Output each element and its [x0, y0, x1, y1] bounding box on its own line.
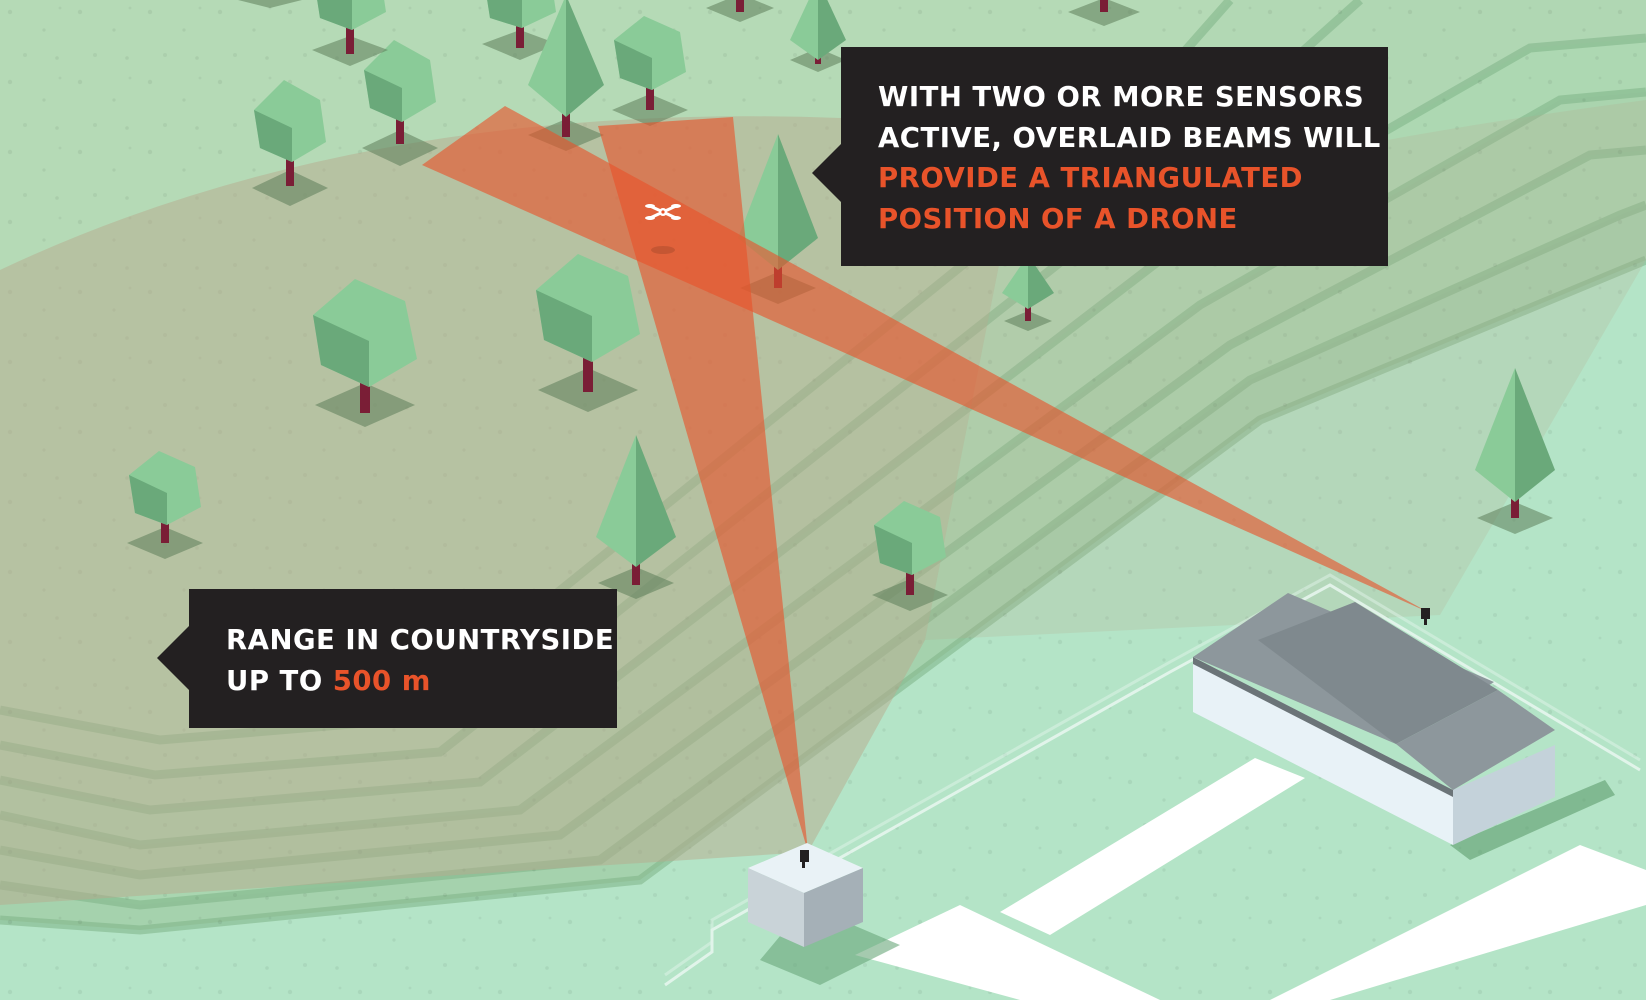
tree-conifer — [596, 435, 676, 599]
tree-round — [536, 254, 640, 412]
tree-conifer — [1002, 255, 1054, 331]
tree-round — [612, 16, 688, 126]
callout-line: ACTIVE, OVERLAID BEAMS WILL — [878, 121, 1381, 154]
callout-highlight-line: POSITION OF A DRONE — [878, 202, 1238, 235]
sensor-beams — [422, 106, 1428, 852]
paths — [855, 758, 1646, 1000]
range-prefix: UP TO — [226, 664, 333, 697]
callout-line: WITH TWO OR MORE SENSORS — [878, 81, 1365, 113]
radar-sensor-icon — [1421, 608, 1430, 625]
callout-pointer — [812, 141, 844, 205]
beam-from-outpost-sensor — [598, 117, 808, 852]
tree-round — [252, 80, 328, 206]
triangulation-callout: WITH TWO OR MORE SENSORS ACTIVE, OVERLAI… — [812, 47, 1388, 266]
trees — [127, 0, 1555, 611]
tree-round — [362, 40, 438, 166]
range-callout: RANGE IN COUNTRYSIDE UP TO 500 m — [157, 589, 617, 728]
callout-pointer — [157, 626, 189, 690]
tree-round — [312, 0, 388, 66]
callout-line: RANGE IN COUNTRYSIDE — [226, 624, 615, 656]
radar-sensor-icon — [800, 850, 809, 868]
tree-conifer — [1475, 368, 1555, 534]
fence — [664, 573, 1641, 987]
drone-icon — [645, 204, 681, 254]
tree-round — [127, 451, 203, 559]
building — [1193, 593, 1615, 860]
tree-conifer — [528, 0, 604, 151]
beam-from-building-sensor — [422, 106, 1428, 612]
range-value: 500 m — [332, 664, 431, 697]
sensor-outpost — [748, 843, 900, 985]
callout-line: UP TO 500 m — [226, 661, 597, 702]
tree-round — [313, 279, 417, 427]
tree-conifer — [790, 0, 846, 72]
tree-round — [872, 501, 948, 611]
tree-round — [482, 0, 558, 60]
callout-highlight-line: PROVIDE A TRIANGULATED — [878, 162, 1303, 194]
